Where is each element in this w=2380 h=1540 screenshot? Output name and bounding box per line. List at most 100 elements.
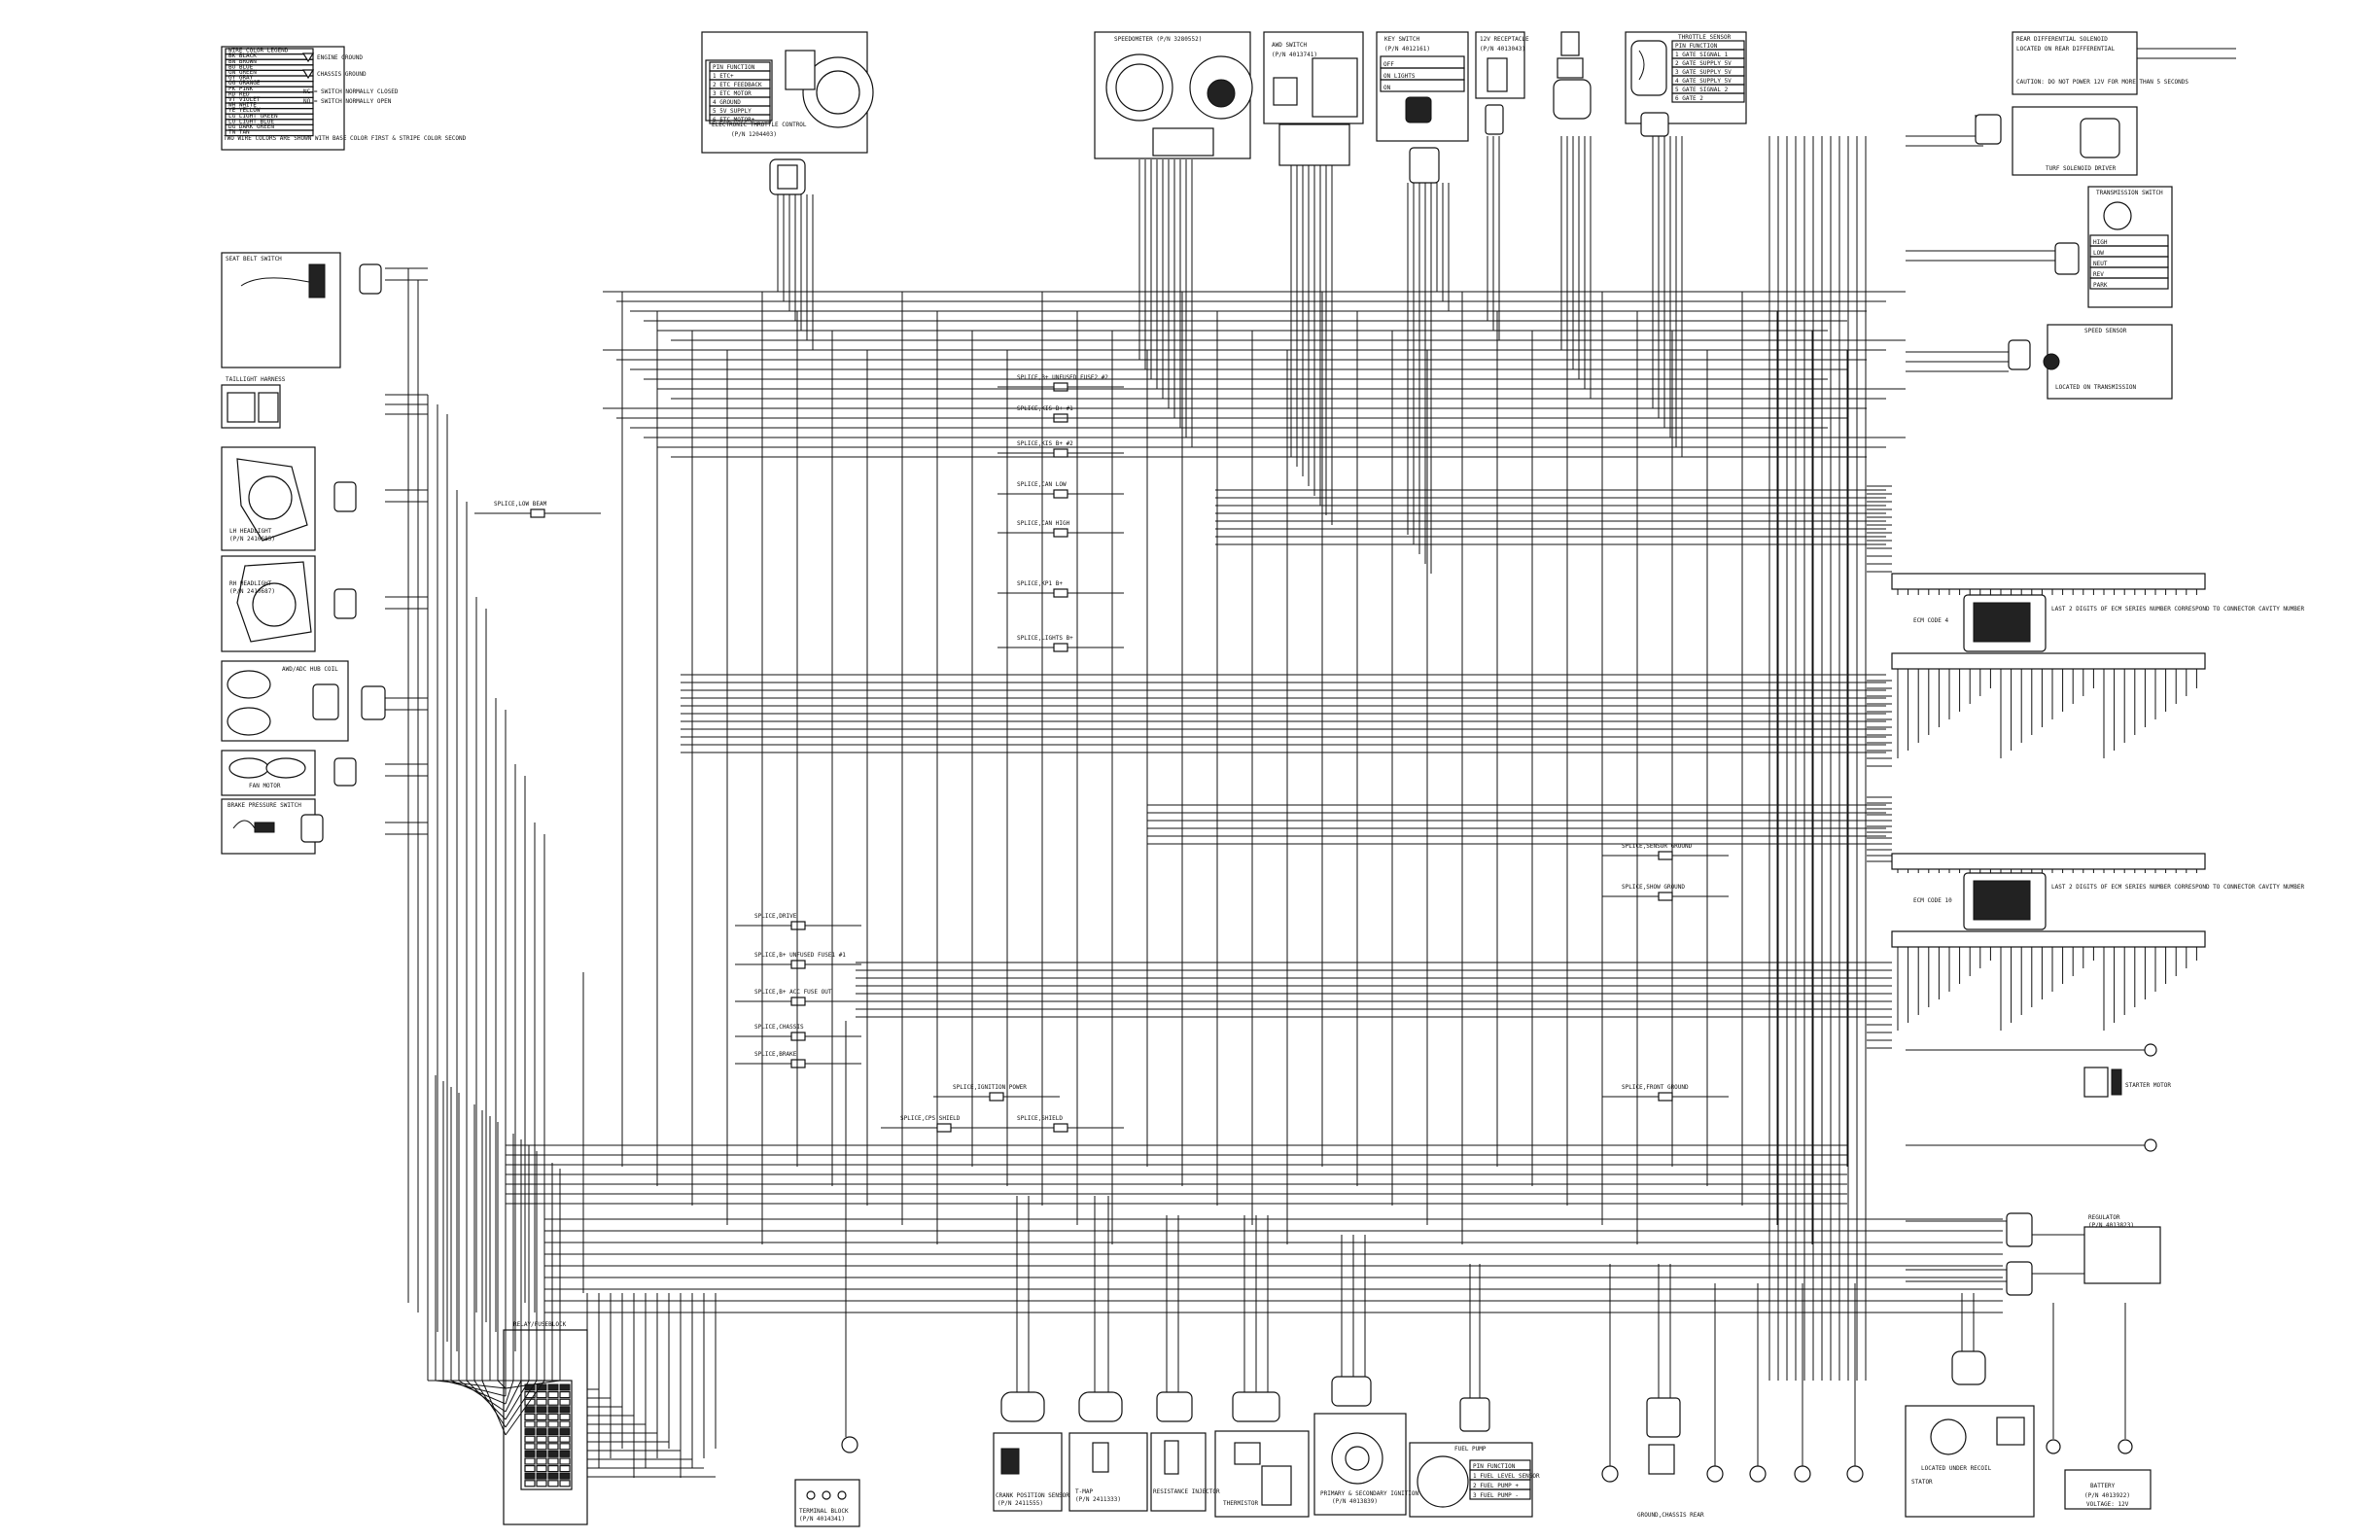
regulator: REGULATOR (P/N 4013823) (2006, 1212, 2161, 1296)
fuse-cell (524, 1435, 536, 1443)
trans-switch-row: NEUT (2093, 261, 2108, 267)
fuse-cell (536, 1390, 547, 1399)
fuse-cell (547, 1406, 559, 1414)
fuse-cell (536, 1398, 547, 1406)
chassis-rear-ground: GROUND,CHASSIS REAR (1601, 1465, 1864, 1519)
splice-node (530, 508, 545, 518)
splice-node (989, 1092, 1004, 1102)
splice-node (1658, 892, 1673, 901)
etc-pin-row: 3 ETC MOTOR (713, 90, 752, 97)
svg-text:LAST 2 DIGITS OF ECM SERIES NU: LAST 2 DIGITS OF ECM SERIES NUMBER CORRE… (2051, 884, 2304, 891)
tps-pin-row: 1 GATE SIGNAL 1 (1675, 52, 1729, 58)
fuse-cell (559, 1480, 571, 1488)
svg-text:(P/N 2410687): (P/N 2410687) (229, 588, 275, 595)
key-switch-row: ON (1383, 85, 1391, 91)
splice-node (1053, 643, 1068, 652)
starter-solenoid (1646, 1397, 1681, 1475)
legend-note: TWO WIRE COLORS ARE SHOWN WITH BASE COLO… (224, 135, 467, 142)
fuse-cell (524, 1428, 536, 1436)
splice-node (1053, 489, 1068, 499)
fuse-cell (559, 1450, 571, 1457)
fuse-cell (547, 1413, 559, 1421)
svg-text:GROUND,CHASSIS REAR: GROUND,CHASSIS REAR (1637, 1512, 1704, 1519)
svg-text:(P/N 4013823): (P/N 4013823) (2088, 1222, 2134, 1229)
splice-label: SPLICE,BRAKE (754, 1051, 797, 1058)
battery: BATTERY (P/N 4013922) VOLTAGE: 12V (2046, 1439, 2152, 1510)
svg-text:(P/N 4012161): (P/N 4012161) (1384, 46, 1430, 52)
speed-sensor: SPEED SENSOR LOCATED ON TRANSMISSION (2008, 324, 2173, 400)
rear-differential-solenoid: REAR DIFFERENTIAL SOLENOID LOCATED ON RE… (2012, 31, 2188, 95)
fuse-cell (547, 1428, 559, 1436)
svg-text:CRANK POSITION SENSOR: CRANK POSITION SENSOR (996, 1492, 1069, 1499)
wire-harness (385, 48, 2236, 1478)
awd-hub-coil: AWD/ADC HUB COIL (221, 660, 386, 742)
fuse-cell (547, 1480, 559, 1488)
key-switch-row: ON LIGHTS (1383, 73, 1416, 80)
legend-row: GN GREEN (228, 69, 257, 76)
ignition-relay-top (1553, 31, 1592, 120)
svg-text:12V RECEPTACLE: 12V RECEPTACLE (1480, 36, 1529, 43)
svg-text:SPEEDOMETER (P/N 3280552): SPEEDOMETER (P/N 3280552) (1114, 36, 1202, 43)
splice-node (1053, 1123, 1068, 1133)
svg-text:REGULATOR: REGULATOR (2088, 1214, 2120, 1221)
svg-text:BRAKE PRESSURE SWITCH: BRAKE PRESSURE SWITCH (228, 802, 301, 809)
svg-text:LOCATED UNDER RECOIL: LOCATED UNDER RECOIL (1921, 1465, 1992, 1472)
seat-belt-switch: SEAT BELT SWITCH (221, 252, 382, 368)
starter-motor: STARTER MOTOR (2083, 1043, 2171, 1152)
fuel-pin-row: 2 FUEL PUMP + (1473, 1483, 1519, 1489)
t-map-sensor: T-MAP (P/N 2411333) (1068, 1391, 1148, 1512)
fuse-cell (547, 1398, 559, 1406)
fan-motor: FAN MOTOR (221, 750, 357, 796)
splice-node (1053, 528, 1068, 538)
fuse-cell (536, 1457, 547, 1465)
etc-pin-row: 1 ETC+ (713, 73, 734, 80)
fuse-cell (536, 1413, 547, 1421)
svg-text:BATTERY: BATTERY (2090, 1483, 2116, 1489)
splice-node (790, 1059, 806, 1068)
svg-text:ECM CODE 10: ECM CODE 10 (1913, 897, 1952, 904)
tps-pin-row: PIN FUNCTION (1675, 43, 1718, 50)
legend-row: OG ORANGE (228, 80, 261, 87)
crank-position-sensor: CRANK POSITION SENSOR (P/N 2411555) (993, 1391, 1069, 1512)
svg-text:LAST 2 DIGITS OF ECM SERIES NU: LAST 2 DIGITS OF ECM SERIES NUMBER CORRE… (2051, 606, 2304, 612)
speedometer: SPEEDOMETER (P/N 3280552) (1094, 31, 1253, 159)
etc-connector (769, 158, 806, 195)
fuse-cell (559, 1457, 571, 1465)
splice-node (1053, 382, 1068, 392)
svg-text:TRANSMISSION SWITCH: TRANSMISSION SWITCH (2096, 190, 2163, 196)
svg-text:THERMISTOR: THERMISTOR (1223, 1500, 1259, 1507)
splice-label: SPLICE,B+ UNFUSED FUSE2 #2 (1017, 374, 1108, 381)
svg-text:THROTTLE SENSOR: THROTTLE SENSOR (1678, 34, 1732, 41)
splice-label: SPLICE,SHOW GROUND (1622, 884, 1685, 891)
fuse-cell (524, 1420, 536, 1428)
fuel-pin-row: PIN FUNCTION (1473, 1463, 1516, 1470)
fuse-cell (536, 1443, 547, 1451)
fuse-cell (536, 1472, 547, 1480)
tps-pin-row: 5 GATE SIGNAL 2 (1675, 87, 1729, 93)
svg-text:T-MAP: T-MAP (1075, 1488, 1093, 1495)
fuse-cell (547, 1457, 559, 1465)
splice-label: SPLICE,LIGHTS B+ (1017, 635, 1073, 642)
fuse-cell (524, 1464, 536, 1473)
fuse-cell (559, 1464, 571, 1473)
fuse-cell (559, 1383, 571, 1391)
splice-label: SPLICE,CPS SHIELD (900, 1115, 961, 1122)
svg-text:(P/N 4013043): (P/N 4013043) (1480, 46, 1525, 52)
splice-label: SPLICE,KIS B+ #2 (1017, 440, 1073, 447)
fuse-cell (559, 1390, 571, 1399)
svg-text:RH HEADLIGHT: RH HEADLIGHT (229, 580, 272, 587)
legend-row: VT VIOLET (228, 96, 261, 103)
legend-row: YE YELLOW (228, 107, 261, 114)
trans-switch-row: REV (2093, 271, 2104, 278)
legend-row: WH WHITE (228, 102, 257, 109)
trans-switch-row: HIGH (2093, 239, 2108, 246)
fuse-cell (547, 1472, 559, 1480)
resistance-injector: RESISTANCE INJECTOR (1150, 1391, 1220, 1512)
key-switch-row: OFF (1383, 61, 1394, 68)
fuse-cell (547, 1420, 559, 1428)
fuse-cell (559, 1428, 571, 1436)
trans-switch-row: PARK (2093, 282, 2108, 289)
svg-text:(P/N 2410685): (P/N 2410685) (229, 536, 275, 542)
